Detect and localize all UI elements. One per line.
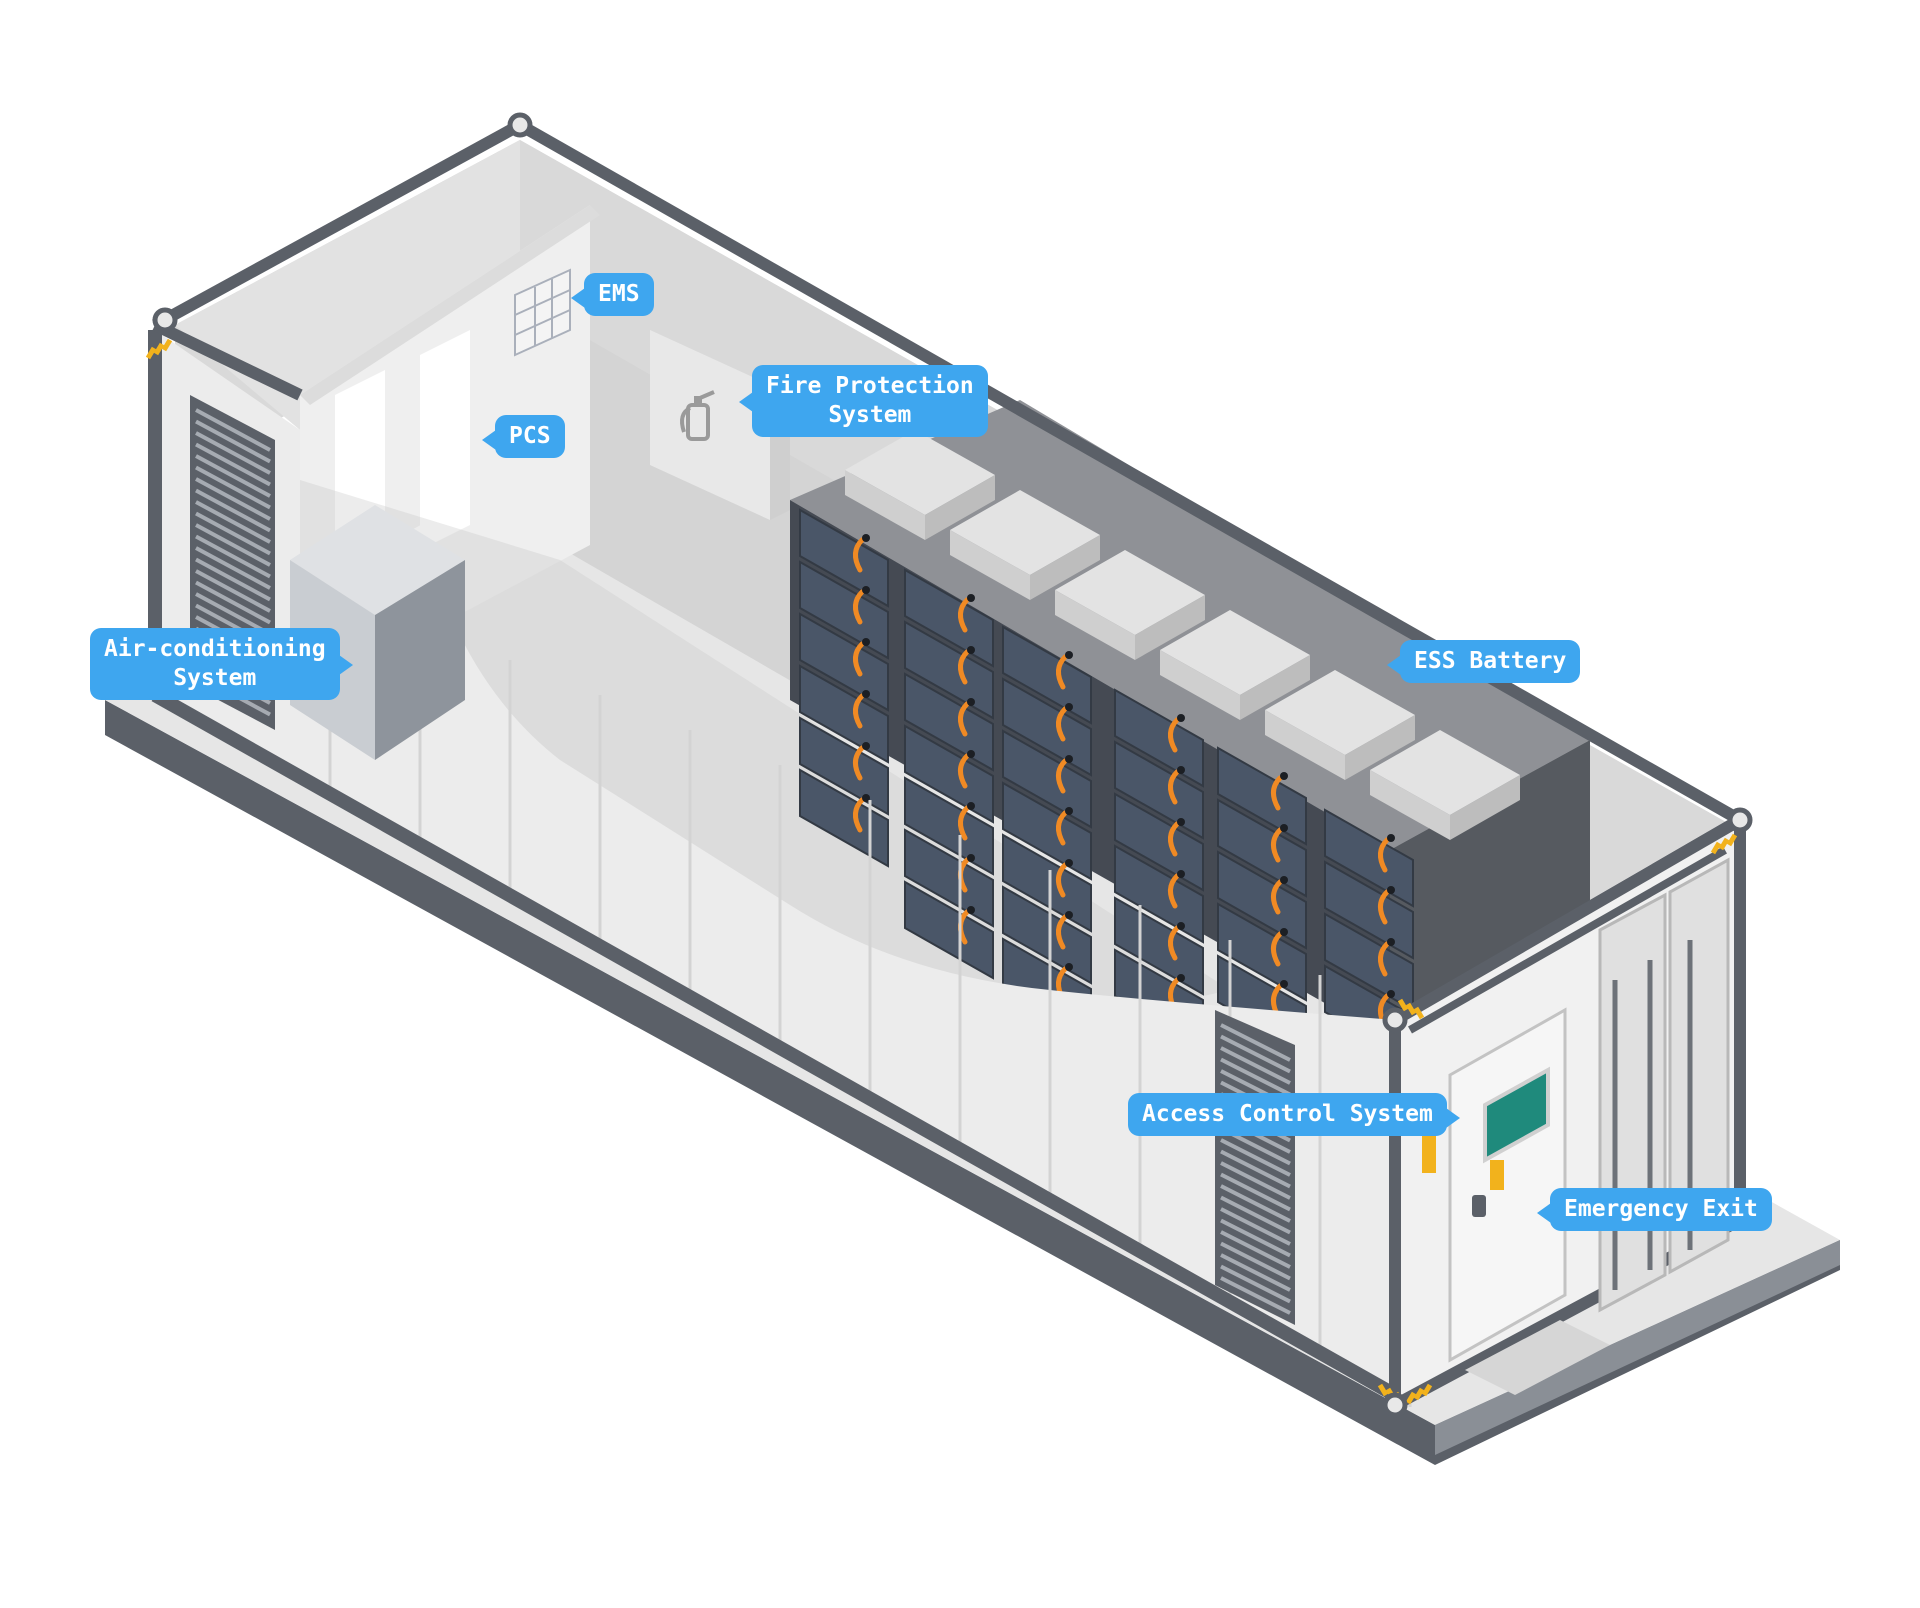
battery-module (1114, 740, 1204, 840)
battery-module (1324, 808, 1414, 908)
ems-label: EMS (584, 273, 654, 316)
battery-module (799, 508, 889, 608)
callout-ess-battery: ESS Battery (1387, 640, 1581, 683)
airflow-beam (300, 480, 1230, 1060)
cargo-doors (1598, 857, 1730, 1313)
battery-top-cover (1160, 610, 1310, 720)
ems-panel (514, 268, 571, 357)
battery-module (1002, 729, 1092, 829)
callout-pcs: PCS (482, 415, 565, 458)
battery-module (1217, 798, 1307, 898)
battery-top-covers (845, 430, 1520, 840)
battery-module (799, 664, 889, 764)
warning-label-icon (1422, 1135, 1504, 1190)
battery-module (799, 560, 889, 660)
battery-module (1002, 677, 1092, 777)
battery-module (1114, 896, 1204, 996)
air-conditioning-label-line2: System (173, 665, 257, 691)
battery-module (799, 768, 889, 868)
battery-module (1114, 844, 1204, 944)
battery-top-cover (845, 430, 995, 540)
battery-module (904, 620, 994, 720)
battery-module (1217, 850, 1307, 950)
battery-module (1002, 625, 1092, 725)
battery-module (904, 724, 994, 824)
emergency-exit-door (1448, 1007, 1567, 1363)
callout-ems: EMS (571, 273, 654, 316)
battery-module (1114, 792, 1204, 892)
battery-module (1114, 688, 1204, 788)
callout-fire-protection: Fire Protection System (739, 365, 988, 437)
interior-end-wall (175, 140, 520, 430)
battery-module (904, 672, 994, 772)
fire-protection-label-line2: System (828, 402, 912, 428)
battery-module (1002, 781, 1092, 881)
corner-fittings (152, 112, 1753, 1418)
battery-module (799, 612, 889, 712)
callout-emergency-exit: Emergency Exit (1537, 1188, 1772, 1231)
callout-air-conditioning: Air-conditioning System (90, 628, 353, 700)
battery-top-cover (1265, 670, 1415, 780)
battery-top-cover (950, 490, 1100, 600)
battery-module (904, 568, 994, 668)
battery-module (1324, 860, 1414, 960)
pcs-label: PCS (495, 415, 565, 458)
right-louvre (1215, 1010, 1295, 1325)
battery-module (1217, 902, 1307, 1002)
ess-battery-label: ESS Battery (1400, 640, 1581, 683)
door-handle (1472, 1195, 1486, 1217)
emergency-exit-label: Emergency Exit (1550, 1188, 1772, 1231)
battery-top-cover (1370, 730, 1520, 840)
battery-top-cover (1055, 550, 1205, 660)
entry-step (1465, 1320, 1610, 1395)
callout-access-control: Access Control System (1128, 1093, 1460, 1136)
access-control-label: Access Control System (1128, 1093, 1447, 1136)
battery-module (904, 776, 994, 876)
battery-module (1002, 885, 1092, 985)
battery-module (1002, 833, 1092, 933)
battery-module (1217, 746, 1307, 846)
air-conditioning-label-line1: Air-conditioning (104, 636, 326, 662)
fire-extinguisher-icon (680, 390, 715, 441)
fire-protection-label-line1: Fire Protection (766, 373, 974, 399)
battery-module (799, 716, 889, 816)
